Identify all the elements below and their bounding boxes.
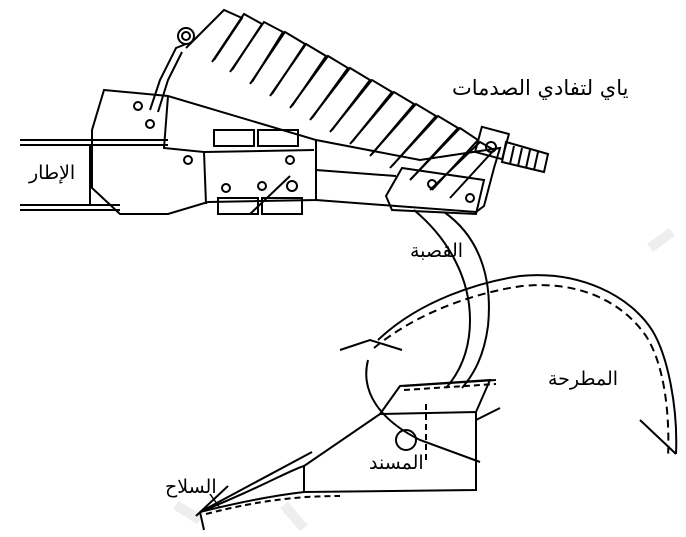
frog	[303, 378, 501, 494]
mount-bracket	[91, 88, 502, 215]
label-spring: ياي لتفادي الصدمات	[452, 76, 629, 100]
label-frame: الإطار	[29, 162, 76, 184]
label-share: السلاح	[165, 476, 217, 498]
coil-spring	[149, 8, 496, 199]
frame-beam	[20, 139, 168, 211]
share	[195, 451, 341, 531]
watermark	[173, 227, 675, 532]
mouldboard	[339, 274, 678, 463]
shank	[413, 209, 490, 389]
shank-clamp	[384, 166, 486, 216]
label-mouldboard: المطرحة	[548, 368, 619, 390]
share-leader	[209, 493, 221, 509]
label-shank: القصبة	[410, 240, 464, 262]
spring-bolt	[473, 125, 550, 174]
label-frog: المسند	[369, 452, 424, 474]
